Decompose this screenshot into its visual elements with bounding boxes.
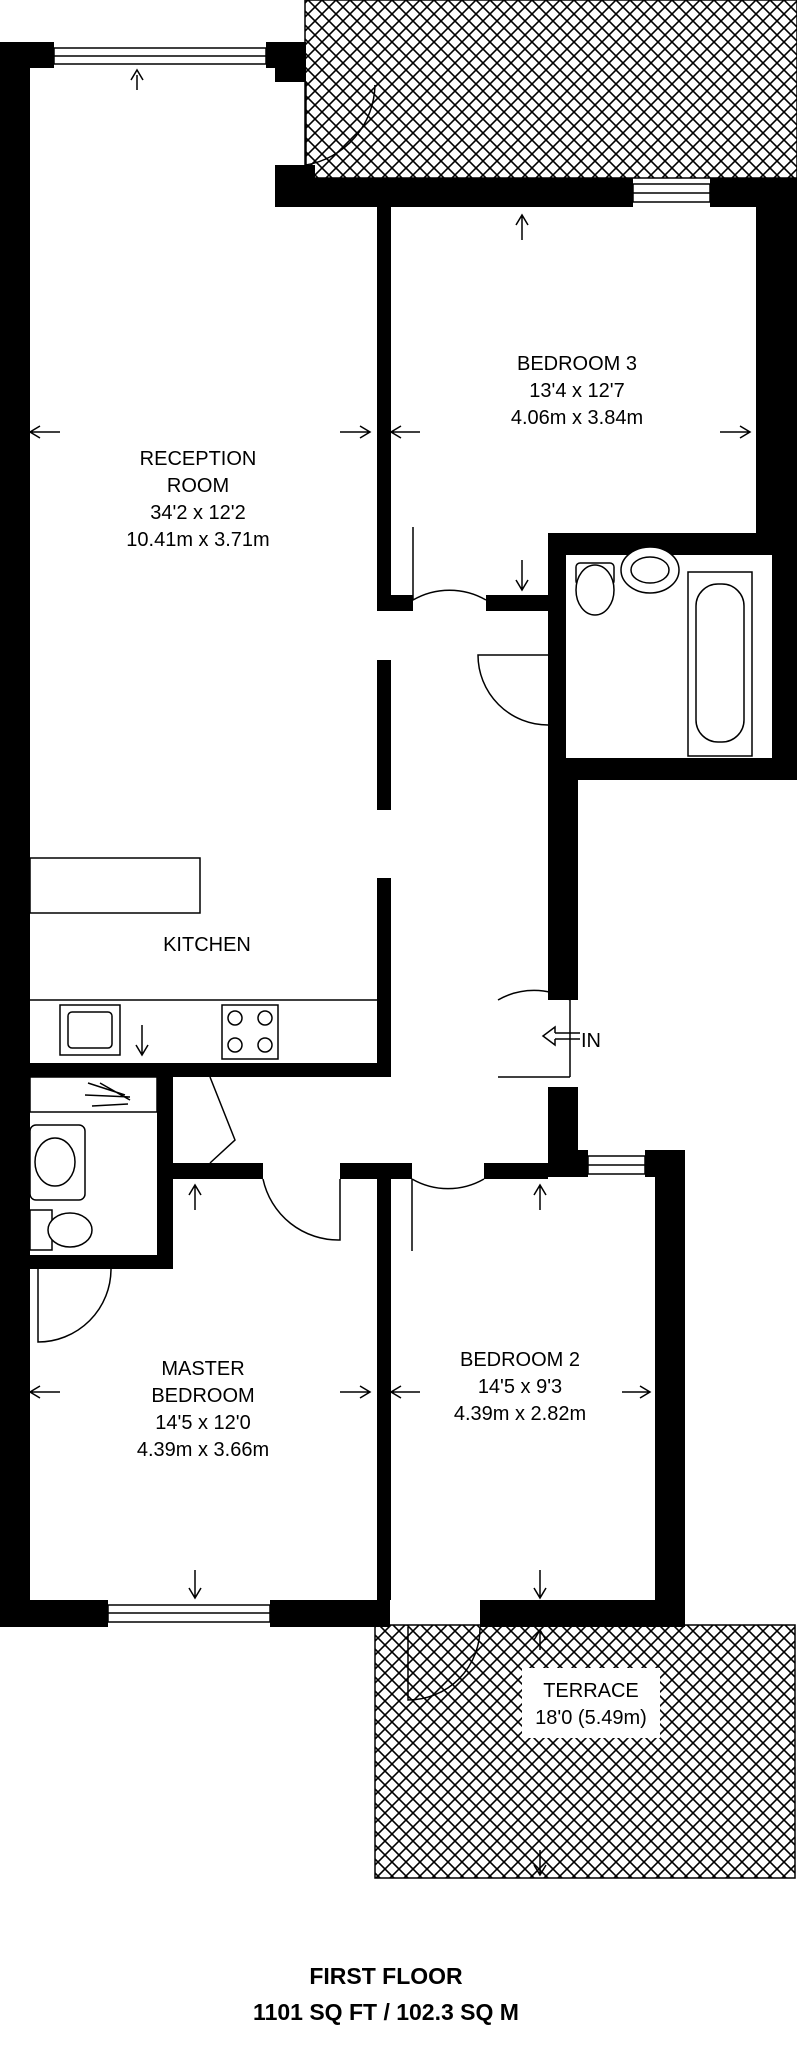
floor-title: FIRST FLOOR <box>309 1963 463 1989</box>
reception-size-metric: 10.41m x 3.71m <box>126 529 269 551</box>
kitchen-units <box>29 857 377 1060</box>
terrace-label-bg <box>522 1668 660 1738</box>
terrace-area <box>374 1624 796 1879</box>
bedroom3-size-imperial: 13'4 x 12'7 <box>529 380 625 402</box>
reception-size-imperial: 34'2 x 12'2 <box>150 502 246 524</box>
master-bedroom-size-metric: 4.39m x 3.66m <box>137 1439 269 1461</box>
master-bedroom-name: MASTER <box>161 1358 244 1380</box>
windows <box>53 47 711 1623</box>
balcony-top <box>304 0 797 179</box>
entrance-arrow-icon <box>541 1025 580 1047</box>
master-bedroom-size-imperial: 14'5 x 12'0 <box>155 1412 251 1434</box>
terrace-size: 18'0 (5.49m) <box>535 1707 647 1729</box>
dimension-arrows <box>28 68 752 1877</box>
walls <box>0 42 797 1627</box>
bedroom2-size-metric: 4.39m x 2.82m <box>454 1403 586 1425</box>
kitchen-name: KITCHEN <box>163 934 251 956</box>
bedroom3-size-metric: 4.06m x 3.84m <box>511 407 643 429</box>
bathroom-fixtures <box>29 546 753 1251</box>
reception-room-name: RECEPTION <box>140 448 257 470</box>
bedroom3-name: BEDROOM 3 <box>517 353 637 375</box>
doors <box>37 82 571 1701</box>
master-bedroom-name-line2: BEDROOM <box>151 1385 254 1407</box>
entrance-label: IN <box>581 1030 601 1052</box>
bedroom2-size-imperial: 14'5 x 9'3 <box>478 1376 562 1398</box>
bedroom2-name: BEDROOM 2 <box>460 1349 580 1371</box>
floor-area-total: 1101 SQ FT / 102.3 SQ M <box>253 1999 519 2025</box>
reception-room-name-line2: ROOM <box>167 475 229 497</box>
terrace-name: TERRACE <box>543 1680 639 1702</box>
